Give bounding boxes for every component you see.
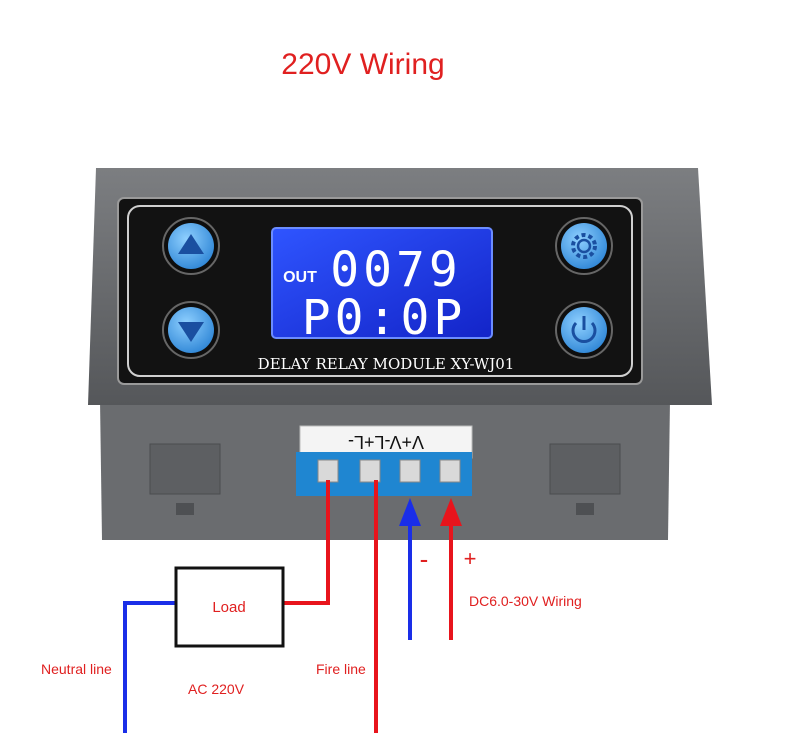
lcd-out-label: OUT: [283, 269, 317, 286]
set-button[interactable]: [555, 217, 613, 275]
terminal-label: V+V-L+L-: [348, 432, 424, 452]
red-wire-load: [283, 480, 330, 605]
module-housing: [100, 400, 670, 540]
neutral-line-label: Neutral line: [41, 661, 112, 677]
dc-wiring-label: DC6.0-30V Wiring: [469, 593, 582, 609]
lcd-line-1: 0079: [330, 242, 462, 298]
lcd-display: [271, 227, 493, 339]
red-arrow-icon: [440, 498, 462, 526]
plus-sign: +: [464, 546, 477, 571]
down-button[interactable]: [162, 301, 220, 359]
gear-icon: [571, 233, 597, 259]
terminal-screws: [317, 459, 461, 483]
page-title: 220V Wiring: [281, 48, 445, 81]
load-label: Load: [212, 599, 245, 616]
down-arrow-icon: [178, 322, 204, 342]
wires: [123, 480, 462, 733]
module-name-plate: DELAY RELAY MODULE XY-WJ01: [258, 355, 515, 373]
load-box: [174, 566, 285, 648]
power-icon: [571, 316, 597, 343]
fire-line-label: Fire line: [316, 661, 366, 677]
blue-arrow-icon: [399, 498, 421, 526]
lcd-line-2: P0:0P: [302, 290, 467, 346]
power-button[interactable]: [555, 301, 613, 359]
minus-sign: -: [420, 544, 429, 574]
ac-220v-label: AC 220V: [188, 681, 245, 697]
blue-wire-neutral: [123, 601, 176, 733]
up-button[interactable]: [162, 217, 220, 275]
up-arrow-icon: [178, 234, 204, 254]
